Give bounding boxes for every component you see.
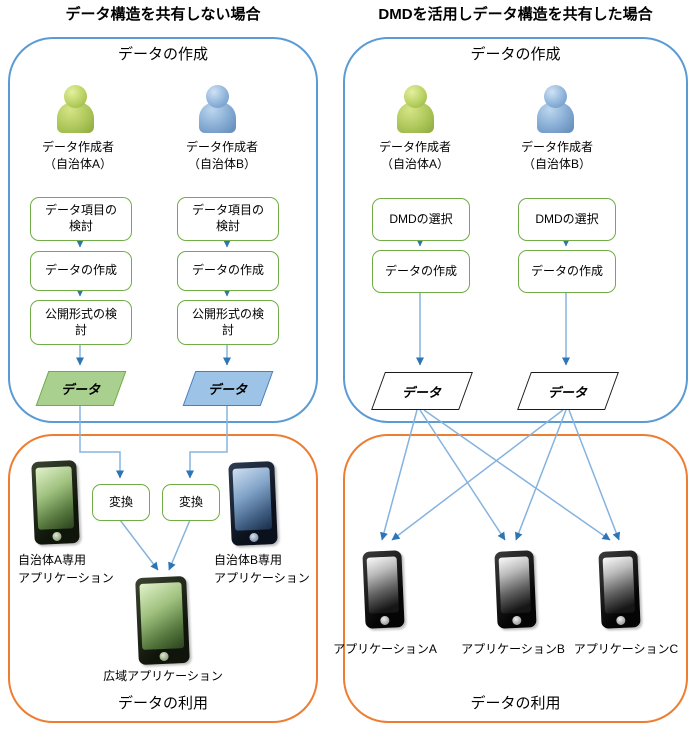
phone-screen	[232, 467, 273, 531]
convert-box-b: 変換	[162, 484, 220, 521]
phone-screen	[366, 556, 400, 614]
data-label: データ	[402, 384, 442, 400]
smartphone-icon-wide-app	[135, 575, 190, 666]
app-label-municipality-a: 自治体A専用 アプリケーション	[18, 553, 114, 585]
person-icon-left-a	[25, 85, 125, 133]
person-icon-left-b	[167, 85, 267, 133]
app-label-shared-b: アプリケーションB	[461, 642, 565, 656]
data-parallelogram-green: データ	[35, 371, 127, 406]
creator-label-right-a: データ作成者 （自治体A）	[378, 140, 451, 172]
step-box-create-data-right-b: データの作成	[518, 250, 616, 293]
phone-home-button	[158, 651, 169, 662]
step-box-review-format-b: 公開形式の検 討	[177, 300, 279, 345]
smartphone-icon-app-a	[31, 460, 80, 545]
creator-label-right-b: データ作成者 （自治体B）	[520, 140, 593, 172]
right-creation-header: データの作成	[470, 46, 561, 63]
phone-home-button	[615, 615, 626, 626]
left-creation-container	[8, 37, 318, 423]
creator-label-left-a: データ作成者 （自治体A）	[41, 140, 114, 172]
phone-screen	[35, 466, 75, 530]
app-label-municipality-b: 自治体B専用 アプリケーション	[214, 553, 310, 585]
convert-box-a: 変換	[92, 484, 150, 521]
step-box-review-items-a: データ項目の 検討	[30, 197, 132, 241]
left-usage-label: データの利用	[117, 695, 208, 712]
left-usage-container	[8, 434, 318, 723]
step-box-review-items-b: データ項目の 検討	[177, 197, 279, 241]
phone-home-button	[249, 532, 259, 543]
data-parallelogram-blue: データ	[182, 371, 274, 406]
data-parallelogram-shared-a: データ	[371, 372, 473, 410]
right-scenario-title: DMDを活用しデータ構造を共有した場合	[378, 6, 653, 23]
phone-screen	[602, 556, 636, 614]
person-head	[205, 85, 229, 108]
data-label: データ	[548, 384, 588, 400]
phone-screen	[139, 582, 185, 650]
app-label-wide-area: 広域アプリケーション	[103, 669, 223, 683]
person-icon-right-a	[365, 85, 465, 133]
person-icon-right-b	[505, 85, 605, 133]
right-usage-container	[343, 434, 688, 723]
app-label-shared-a: アプリケーションA	[333, 642, 437, 656]
person-head	[403, 85, 427, 108]
phone-screen	[498, 556, 532, 614]
smartphone-icon-app-b	[228, 461, 278, 546]
smartphone-icon-shared-app-b	[494, 550, 537, 629]
smartphone-icon-shared-app-a	[362, 550, 405, 629]
person-head	[63, 85, 87, 108]
creator-label-left-b: データ作成者 （自治体B）	[185, 140, 258, 172]
person-head	[543, 85, 567, 108]
step-box-select-dmd-b: DMDの選択	[518, 198, 616, 241]
smartphone-icon-shared-app-c	[598, 550, 641, 629]
data-parallelogram-shared-b: データ	[517, 372, 619, 410]
step-box-create-data-a: データの作成	[30, 251, 132, 291]
phone-home-button	[51, 531, 62, 542]
phone-home-button	[379, 615, 390, 626]
left-creation-header: データの作成	[117, 46, 208, 63]
right-usage-label: データの利用	[470, 695, 561, 712]
right-creation-container	[343, 37, 688, 423]
data-label: データ	[61, 382, 101, 397]
step-box-create-data-right-a: データの作成	[372, 250, 470, 293]
phone-home-button	[511, 615, 522, 626]
data-label: データ	[208, 382, 248, 397]
app-label-shared-c: アプリケーションC	[573, 642, 679, 656]
step-box-create-data-b: データの作成	[177, 251, 279, 291]
step-box-review-format-a: 公開形式の検 討	[30, 300, 132, 345]
step-box-select-dmd-a: DMDの選択	[372, 198, 470, 241]
left-scenario-title: データ構造を共有しない場合	[65, 6, 261, 23]
